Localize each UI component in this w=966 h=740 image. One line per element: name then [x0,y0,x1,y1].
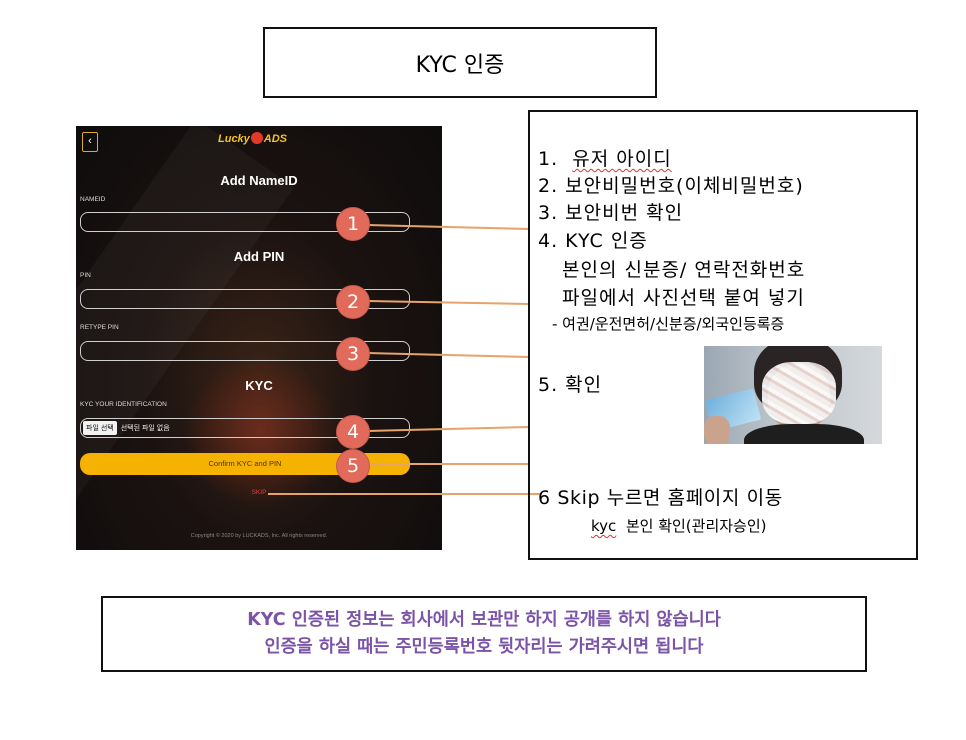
logo-text-left: Lucky [218,133,250,145]
id-photo-example [704,346,882,444]
step-1-number: 1. [538,148,559,170]
step-1-text: 유저 아이디 [572,148,672,170]
steps-box [528,110,918,560]
step-3: 3. 보안비번 확인 [538,202,684,224]
pin-input[interactable] [80,289,410,309]
retype-pin-input[interactable] [80,341,410,361]
step-6: 6 Skip 누르면 홈페이지 이동 [538,487,783,509]
photo-blur-mask [762,362,836,424]
label-pin: PIN [80,272,91,279]
step-5: 5. 확인 [538,374,603,396]
label-nameid: NAMEID [80,196,106,203]
step-2: 2. 보안비밀번호(이체비밀번호) [538,175,804,197]
connector-line-4 [367,426,530,432]
page-title: KYC 인증 [415,52,505,78]
marker-1: 1 [336,207,370,241]
logo-text-right: ADS [263,133,288,145]
step-6-sub: kyc 본인 확인(관리자승인) [591,515,767,536]
label-kyc-identification: KYC YOUR IDENTIFICATION [80,401,167,408]
step-6-sub-text: 본인 확인(관리자승인) [625,517,767,535]
privacy-notice-box: KYC 인증된 정보는 회사에서 보관만 하지 공개를 하지 않습니다 인증을 … [101,596,867,672]
background-emblem [186,356,336,506]
back-icon: ‹ [88,135,92,147]
connector-line-3 [367,352,530,358]
marker-5: 5 [336,449,370,483]
connector-line-2 [367,300,530,305]
step-4-sub-1: 본인의 신분증/ 연락전화번호 [562,259,806,281]
app-logo: Lucky ADS [218,132,287,145]
heading-kyc: KYC [245,378,273,393]
nameid-input[interactable] [80,212,410,232]
choose-file-button[interactable]: 파일 선택 [83,421,117,435]
back-button[interactable]: ‹ [82,132,98,152]
photo-body [744,424,864,444]
copyright-text: Copyright © 2020 by LUCKADS, Inc. All ri… [190,533,328,539]
heading-add-pin: Add PIN [233,249,285,264]
confirm-kyc-pin-button[interactable]: Confirm KYC and PIN [80,453,410,475]
marker-4: 4 [336,415,370,449]
step-4-sub-3: - 여권/운전면허/신분증/외국인등록증 [552,315,785,333]
skip-link[interactable]: SKIP [251,489,267,496]
heading-add-nameid: Add NameID [220,173,298,188]
connector-line-1 [367,224,530,230]
step-6-sub-kyc: kyc [591,517,617,535]
step-1: 1. 유저 아이디 [538,144,672,171]
page-title-box: KYC 인증 [263,27,657,98]
step-4-sub-2: 파일에서 사진선택 붙여 넣기 [562,287,805,309]
notice-line-1: KYC 인증된 정보는 회사에서 보관만 하지 공개를 하지 않습니다 [247,610,721,630]
marker-2: 2 [336,285,370,319]
marker-3: 3 [336,337,370,371]
logo-ball-icon [250,132,263,144]
label-retype-pin: RETYPE PIN [80,324,119,331]
file-status-text: 선택된 파일 없음 [120,425,170,432]
kyc-file-field: 파일 선택 선택된 파일 없음 [80,418,410,438]
step-4: 4. KYC 인증 [538,230,648,252]
photo-hand [704,416,730,444]
notice-line-2: 인증을 하실 때는 주민등록번호 뒷자리는 가려주시면 됩니다 [264,637,704,657]
app-screenshot: ‹ Lucky ADS Add NameID NAMEID Add PIN PIN… [76,126,442,550]
